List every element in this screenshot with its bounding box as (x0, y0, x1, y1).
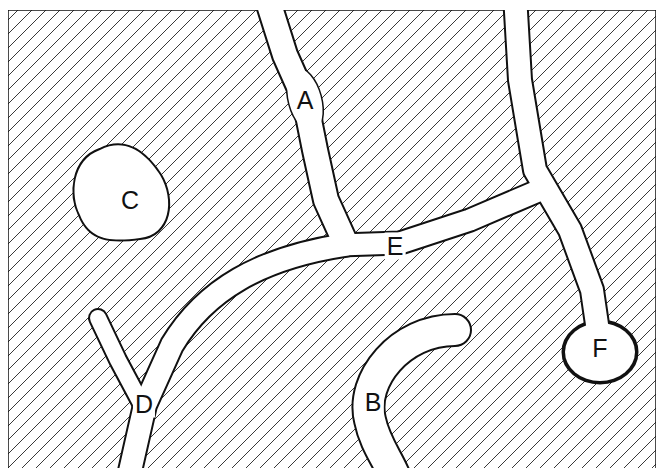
frame (8, 10, 656, 468)
part-label: A (295, 87, 316, 114)
part-label: E (385, 233, 406, 260)
part-label: B (363, 389, 384, 416)
part-label: C (119, 187, 141, 214)
channel-interiors (75, 10, 635, 468)
part-label: F (590, 335, 609, 362)
part-label: D (133, 391, 155, 418)
channel-outlines (75, 10, 637, 468)
